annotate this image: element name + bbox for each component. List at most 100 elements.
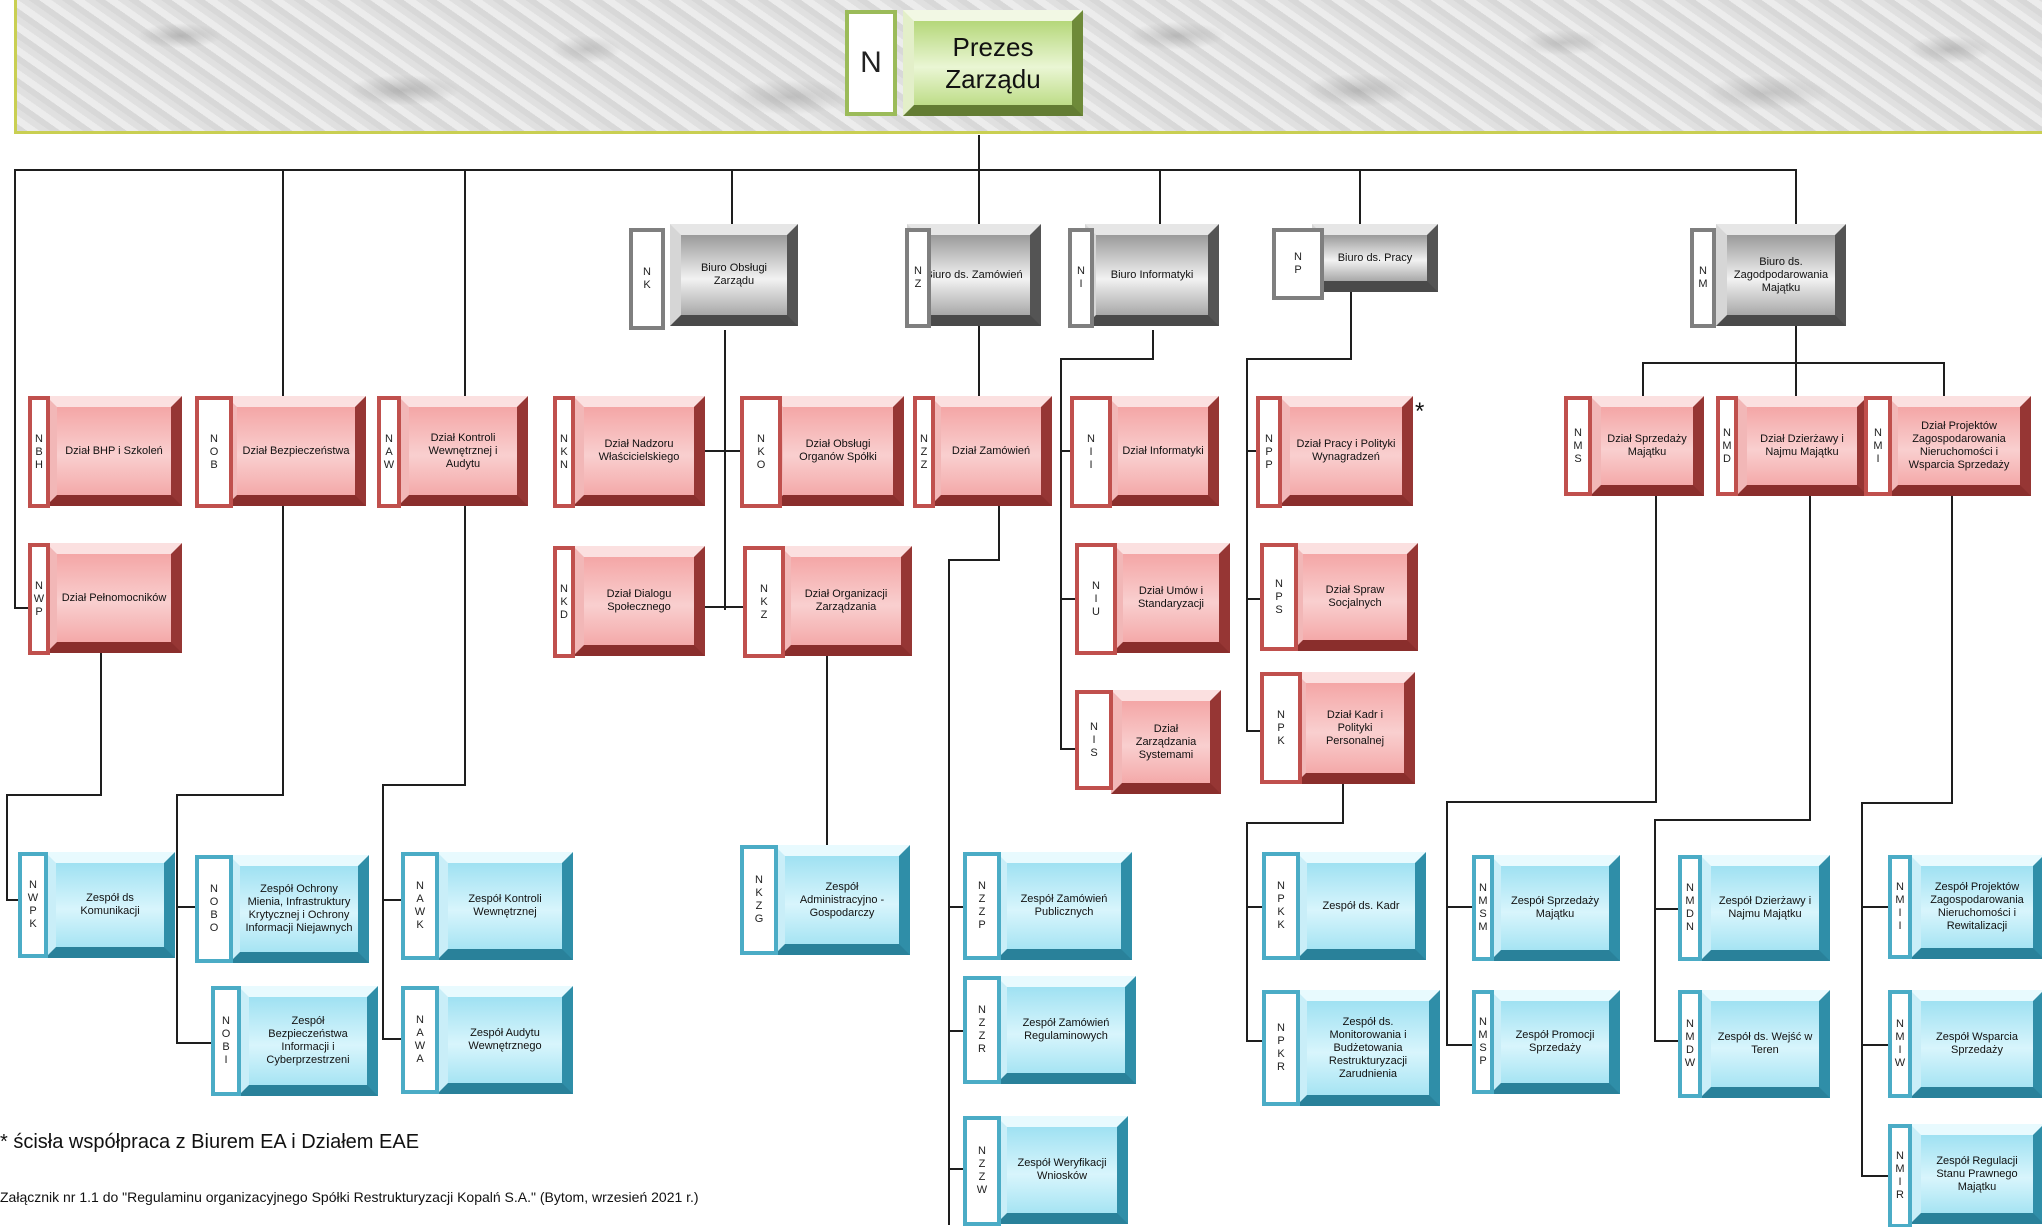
unit-code-nis: N I S	[1075, 690, 1113, 790]
unit-code-nmi: N M I	[1864, 396, 1892, 496]
unit-box-nmir: Zespół Regulacji Stanu Prawnego Majątku	[1910, 1124, 2042, 1224]
unit-code-nko: N K O	[740, 396, 782, 508]
connector-line	[382, 899, 404, 901]
unit-code-nz: N Z	[905, 228, 931, 328]
connector-line	[1246, 822, 1344, 824]
unit-code-npkr: N P K R	[1262, 990, 1300, 1106]
unit-code-ni: N I	[1068, 228, 1094, 328]
unit-name-nawa: Zespół Audytu Wewnętrznego	[448, 997, 562, 1083]
unit-box-npkk: Zespół ds. Kadr	[1296, 852, 1426, 960]
unit-code-nmir: N M I R	[1888, 1124, 1912, 1227]
unit-box-nawa: Zespół Audytu Wewnętrznego	[437, 986, 573, 1094]
connector-line	[705, 450, 743, 452]
unit-name-nwp: Dział Pełnomocników	[57, 554, 171, 642]
unit-name-nbh: Dział BHP i Szkoleń	[57, 407, 171, 495]
unit-name-nzzp: Zespół Zamówień Publicznych	[1007, 863, 1121, 949]
connector-line	[6, 899, 20, 901]
unit-code-np: N P	[1272, 228, 1324, 300]
connector-line	[14, 169, 1796, 171]
unit-box-npk: Dział Kadr i Polityki Personalnej	[1295, 672, 1415, 784]
unit-name-nms: Dział Sprzedaży Majątku	[1601, 407, 1693, 485]
unit-name-npkk: Zespół ds. Kadr	[1307, 863, 1415, 949]
connector-line	[176, 794, 178, 1044]
unit-code-npkk: N P K K	[1262, 852, 1300, 960]
unit-box-nmd: Dział Dzierżawy i Najmu Majątku	[1736, 396, 1868, 496]
unit-code-npp: N P P	[1256, 396, 1282, 508]
unit-code-nmsm: N M S M	[1472, 855, 1494, 961]
connector-line	[724, 330, 726, 610]
unit-box-nii: Dział Informatyki	[1107, 396, 1219, 506]
unit-name-nii: Dział Informatyki	[1118, 407, 1208, 495]
unit-box-nkz: Dział Organizacji Zarządzania	[780, 546, 912, 656]
connector-line	[1246, 358, 1352, 360]
attachment-note: Załącznik nr 1.1 do "Regulaminu organiza…	[0, 1189, 699, 1205]
connector-line	[948, 559, 950, 1225]
unit-name-nzzr: Zespół Zamówień Regulaminowych	[1007, 987, 1125, 1073]
connector-line	[1060, 748, 1076, 750]
connector-line	[1246, 730, 1262, 732]
connector-line	[382, 784, 466, 786]
unit-box-npp: Dział Pracy i Polityki Wynagradzeń	[1279, 396, 1413, 506]
unit-box-nmi: Dział Projektów Zagospodarowania Nieruch…	[1887, 396, 2031, 496]
connector-line	[1060, 358, 1062, 750]
unit-code-nmii: N M I I	[1888, 855, 1912, 959]
unit-name-nkz: Dział Organizacji Zarządzania	[791, 557, 901, 645]
unit-name-nob: Dział Bezpieczeństwa	[237, 407, 355, 495]
unit-name-nwpk: Zespół ds Komunikacji	[56, 863, 164, 947]
unit-box-ni: Biuro Informatyki	[1085, 224, 1219, 326]
unit-box-np: Biuro ds. Pracy	[1312, 224, 1438, 292]
unit-code-nkd: N K D	[553, 546, 575, 658]
connector-line	[14, 607, 30, 609]
unit-code-naw: N A W	[377, 396, 401, 508]
connector-line	[1446, 801, 1448, 1046]
unit-code-top: N	[845, 10, 897, 116]
connector-line	[1654, 1040, 1680, 1042]
unit-name-nmsp: Zespół Promocji Sprzedaży	[1501, 1001, 1609, 1083]
unit-code-nkn: N K N	[553, 396, 575, 508]
unit-name-nzzw: Zespół Weryfikacji Wniosków	[1007, 1127, 1117, 1213]
unit-code-nkz: N K Z	[743, 546, 785, 658]
connector-line	[826, 656, 828, 846]
connector-line	[1642, 362, 1644, 398]
unit-box-nzzw: Zespół Weryfikacji Wniosków	[996, 1116, 1128, 1224]
unit-code-niu: N I U	[1075, 543, 1117, 655]
connector-line	[1246, 358, 1248, 732]
connector-line	[1951, 496, 1953, 804]
unit-code-nobo: N O B O	[195, 855, 233, 963]
connector-line	[176, 906, 198, 908]
unit-box-nmii: Zespół Projektów Zagospodarowania Nieruc…	[1910, 855, 2042, 959]
connector-line	[978, 326, 980, 398]
unit-code-nmdw: N M D W	[1678, 990, 1702, 1098]
unit-box-nmiw: Zespół Wsparcia Sprzedaży	[1910, 990, 2042, 1098]
footnote: * ścisła współpraca z Biurem EA i Działe…	[0, 1131, 420, 1153]
unit-name-nmsm: Zespół Sprzedaży Majątku	[1501, 866, 1609, 950]
unit-name-npkr: Zespół ds. Monitorowania i Budżetowania …	[1307, 1001, 1429, 1095]
connector-line	[1159, 169, 1161, 225]
connector-line	[1446, 801, 1657, 803]
unit-name-nkzg: Zespół Administracyjno - Gospodarczy	[785, 856, 899, 944]
connector-line	[978, 169, 980, 225]
connector-line	[100, 653, 102, 796]
connector-line	[948, 559, 1000, 561]
connector-line	[464, 169, 466, 397]
unit-name-nz: Biuro ds. Zamówień	[918, 235, 1030, 315]
unit-name-nm: Biuro ds. Zagodpodarowania Majątku	[1727, 235, 1835, 315]
connector-line	[731, 169, 733, 225]
connector-line	[1152, 330, 1154, 360]
unit-box-nobo: Zespół Ochrony Mienia, Infrastruktury Kr…	[229, 855, 369, 963]
unit-box-nzz: Dział Zamówień	[930, 396, 1052, 506]
unit-name-nzz: Dział Zamówień	[941, 407, 1041, 495]
connector-line	[978, 135, 980, 171]
unit-name-np: Biuro ds. Pracy	[1323, 235, 1427, 281]
unit-name-nmir: Zespół Regulacji Stanu Prawnego Majątku	[1921, 1135, 2033, 1213]
unit-name-npp: Dział Pracy i Polityki Wynagradzeń	[1290, 407, 1402, 495]
unit-code-nmd: N M D	[1716, 396, 1738, 496]
unit-box-nps: Dział Spraw Socjalnych	[1292, 543, 1418, 651]
unit-box-nkn: Dział Nadzoru Właścicielskiego	[573, 396, 705, 506]
unit-code-nawk: N A W K	[401, 852, 439, 960]
unit-code-nm: N M	[1690, 228, 1716, 328]
unit-name-top: Prezes Zarządu	[914, 21, 1072, 105]
unit-code-nbh: N B H	[28, 396, 50, 508]
unit-box-nwp: Dział Pełnomocników	[46, 543, 182, 653]
unit-box-nobi: Zespół Bezpieczeństwa Informacji i Cyber…	[238, 986, 378, 1096]
